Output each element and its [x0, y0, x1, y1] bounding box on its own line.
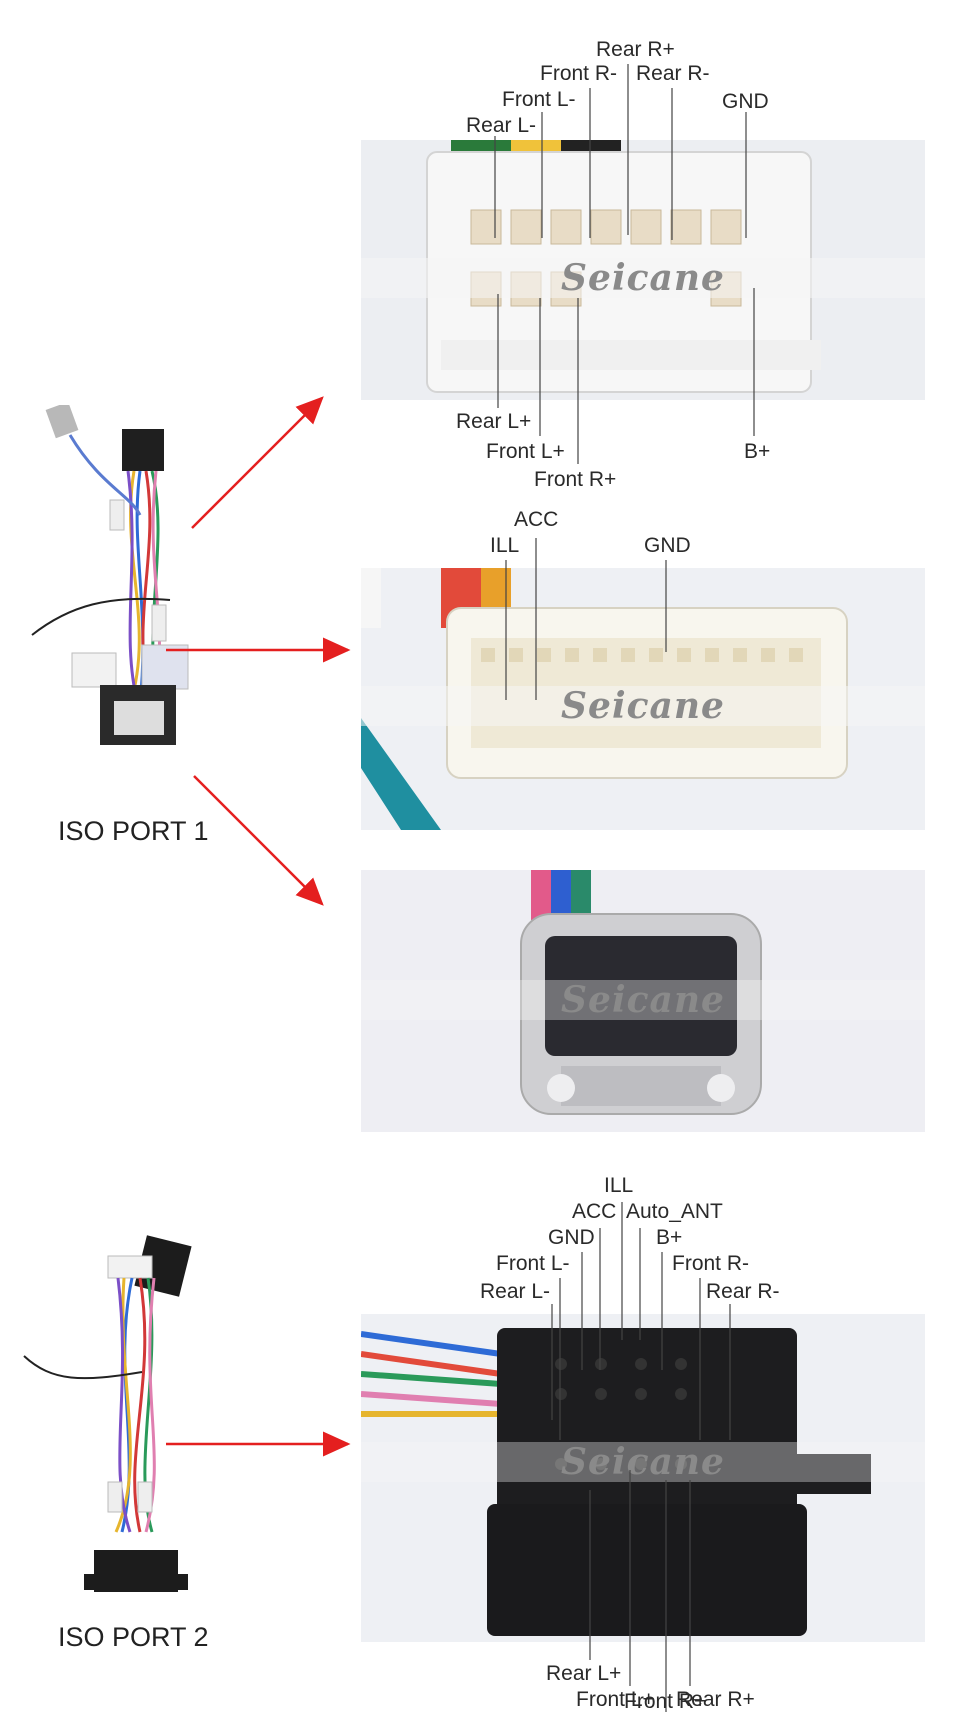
pin-label-gnd: GND: [722, 90, 769, 113]
port-2-title: ISO PORT 2: [58, 1622, 209, 1652]
pin-label-rear-l-minus: Rear L-: [466, 114, 537, 137]
harness-image-port-2: [22, 1232, 222, 1612]
watermark: Seicane: [361, 686, 925, 726]
pin-label-b-plus-2: B+: [656, 1226, 683, 1249]
connector-photo-1: Seicane: [361, 140, 925, 400]
pin-label-front-r-plus-2: Front R+: [624, 1690, 707, 1713]
port-1-title: ISO PORT 1: [58, 816, 209, 846]
connector-photo-3: Seicane: [361, 870, 925, 1132]
watermark: Seicane: [361, 980, 925, 1020]
harness-image-port-1: [30, 401, 230, 805]
pin-label-ill-2: ILL: [604, 1174, 634, 1197]
pin-label-b-plus: B+: [744, 440, 771, 463]
pin-label-front-l-minus: Front L-: [502, 88, 576, 111]
pin-label-rear-l-plus-2: Rear L+: [546, 1662, 622, 1685]
pin-label-rear-r-minus-2: Rear R-: [706, 1280, 780, 1303]
pin-label-rear-l-minus-2: Rear L-: [480, 1280, 551, 1303]
pin-label-front-r-minus-2: Front R-: [672, 1252, 750, 1275]
pin-label-front-l-plus-2: Front L+: [576, 1688, 655, 1711]
pin-label-acc: ACC: [514, 508, 559, 531]
pin-label-rear-r-plus-2: Rear R+: [676, 1688, 755, 1711]
watermark: Seicane: [361, 258, 925, 298]
pin-label-gnd-3: GND: [548, 1226, 595, 1249]
connector-photo-4: Seicane: [361, 1314, 925, 1642]
pin-label-rear-l-plus: Rear L+: [456, 410, 532, 433]
pin-label-front-l-minus-2: Front L-: [496, 1252, 570, 1275]
pin-label-auto-ant: Auto_ANT: [626, 1200, 723, 1223]
pin-label-ill: ILL: [490, 534, 520, 557]
pin-label-rear-r-minus: Rear R-: [636, 62, 710, 85]
pin-label-acc-2: ACC: [572, 1200, 617, 1223]
watermark: Seicane: [361, 1442, 925, 1482]
pin-label-front-r-plus: Front R+: [534, 468, 617, 491]
pin-label-rear-r-plus: Rear R+: [596, 38, 675, 61]
pin-label-front-r-minus: Front R-: [540, 62, 618, 85]
pin-label-gnd-2: GND: [644, 534, 691, 557]
connector-photo-2: Seicane: [361, 568, 925, 830]
pin-label-front-l-plus: Front L+: [486, 440, 565, 463]
